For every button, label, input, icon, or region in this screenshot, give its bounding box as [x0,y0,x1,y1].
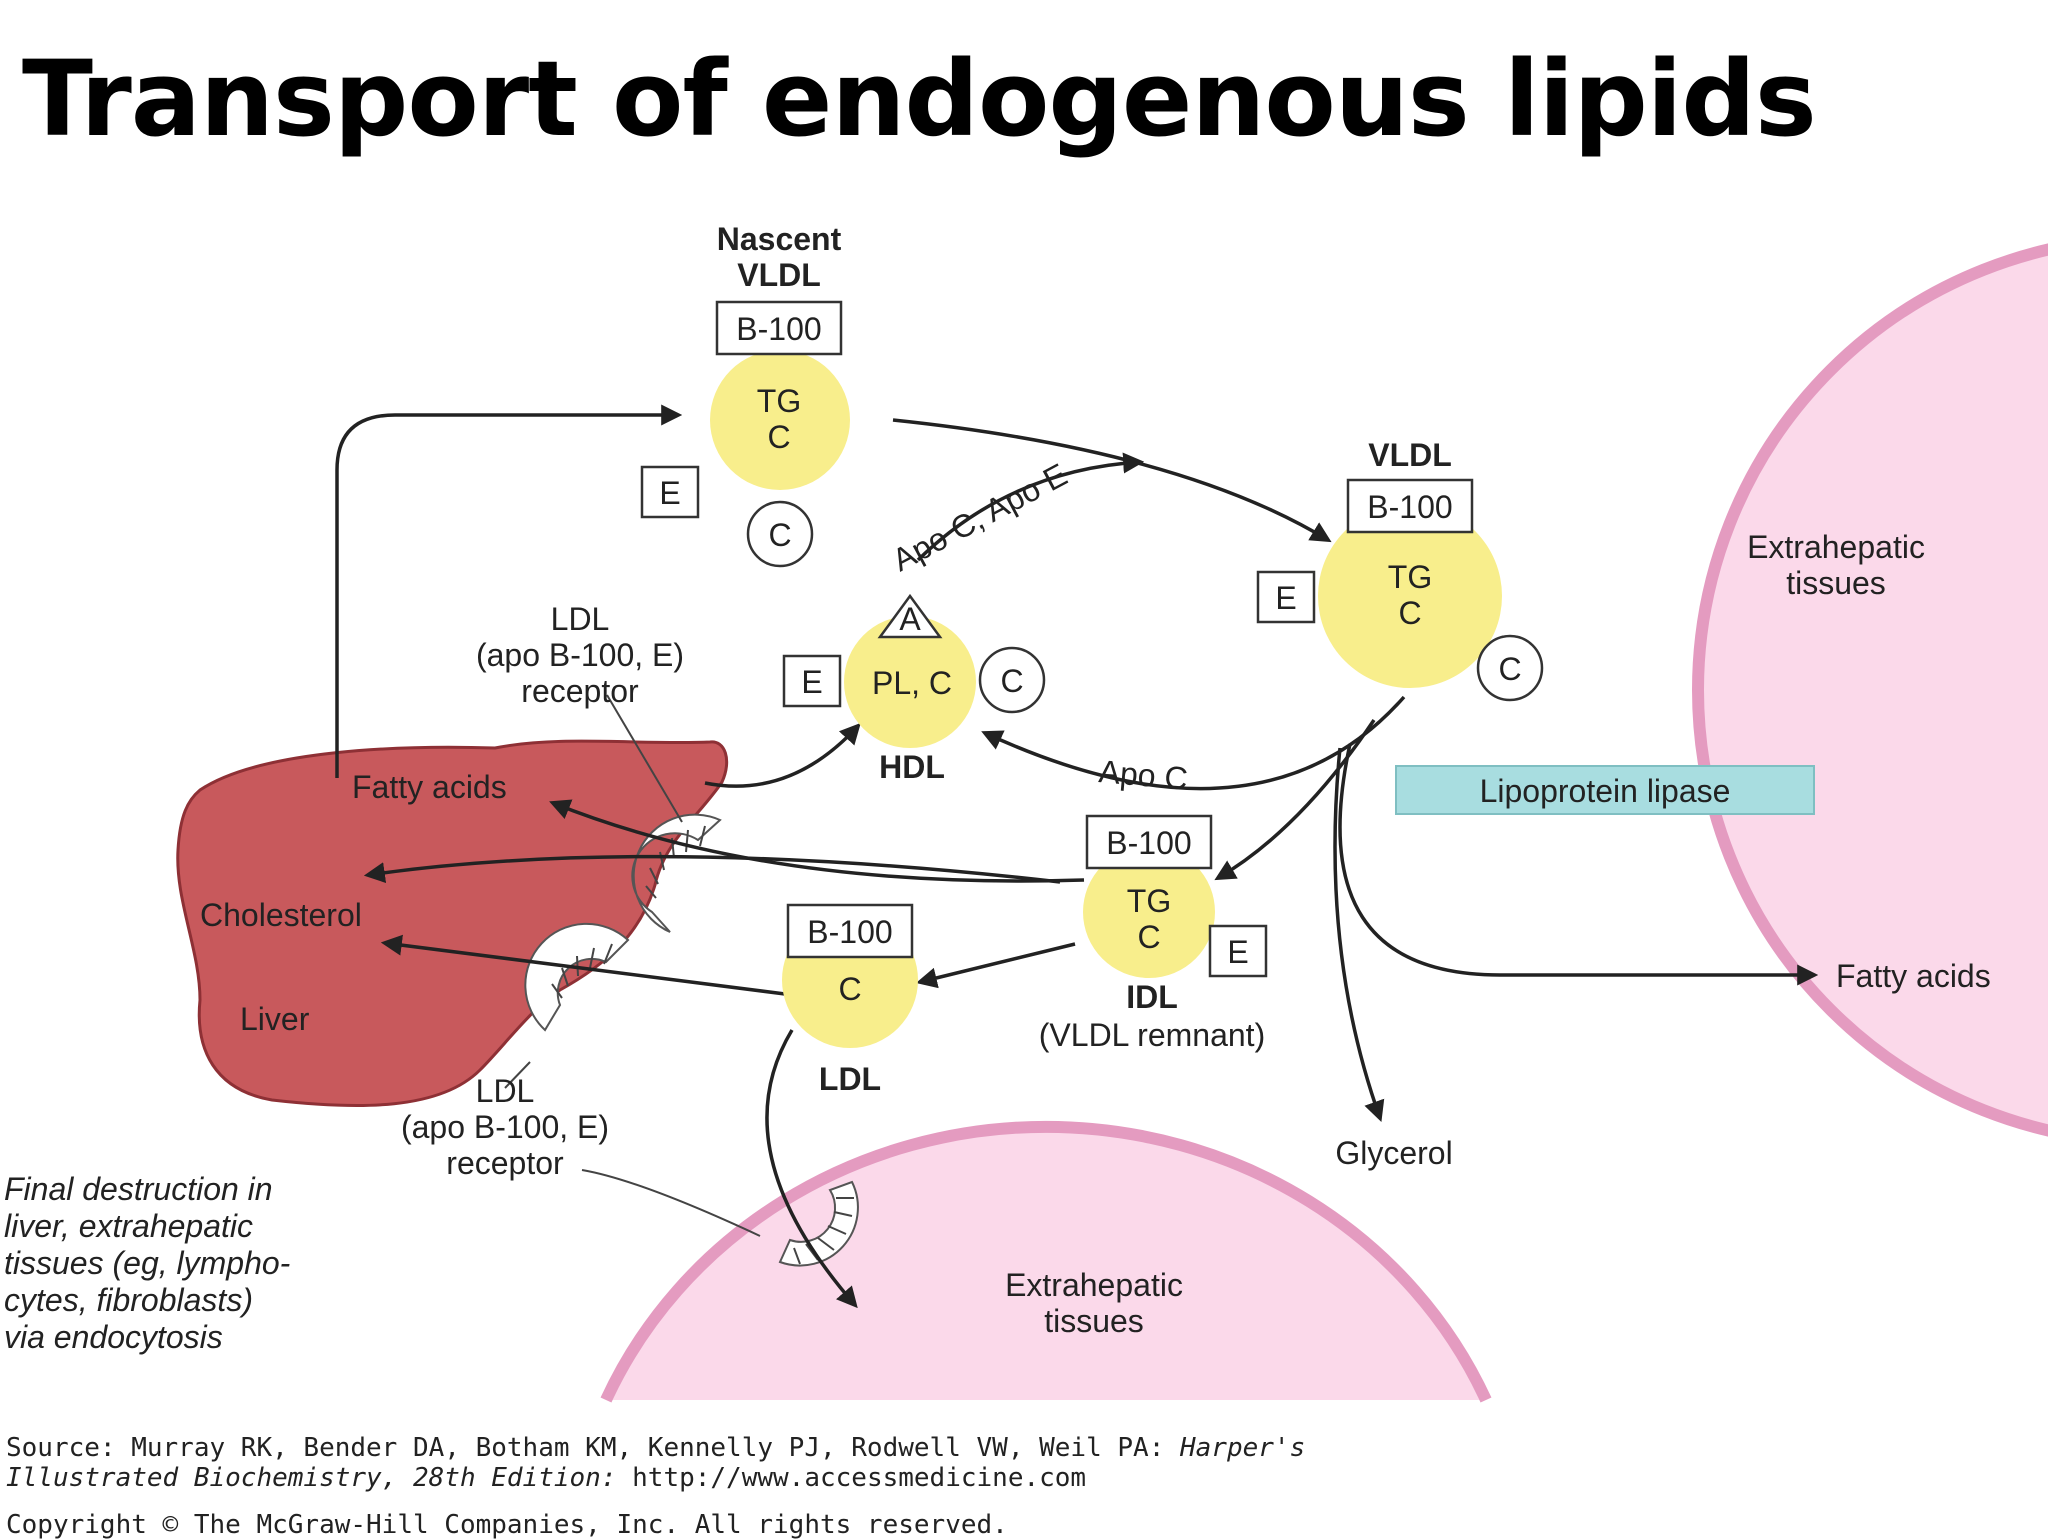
final-destruction-line2: liver, extrahepatic [4,1208,253,1244]
ldl-apo: B-100 [807,914,892,950]
nascent-vldl-core-c: C [767,419,790,455]
nascent-vldl-apo-e-box [640,465,700,519]
extrahepatic-bottom-line2: tissues [1044,1303,1144,1339]
idl-sublabel: (VLDL remnant) [1039,1017,1265,1053]
ldl-receptor-label-top: LDL (apo B-100, E) receptor [476,601,684,709]
hdl-core: PL, C [872,665,952,701]
vldl-apo-c: C [1498,651,1521,687]
glycerol-label: Glycerol [1335,1135,1452,1171]
ldl-label: LDL [819,1061,881,1097]
hdl-label: HDL [879,749,945,785]
hdl-apo-e-box [782,654,842,708]
nascent-vldl-apo-c-circle [746,500,814,568]
final-destruction-line1: Final destruction in [4,1171,273,1207]
source-prefix: Source: Murray RK, Bender DA, Botham KM,… [6,1433,1180,1463]
vldl-core-c: C [1398,595,1421,631]
nascent-vldl-core-tg: TG [757,383,801,419]
liver: Fatty acids Cholesterol Liver [176,739,729,1108]
final-destruction-line5: via endocytosis [4,1319,223,1355]
nascent-vldl-label-1: Nascent [717,221,842,257]
vldl-particle: VLDL B-100 TG C E C [1256,437,1544,702]
vldl-core-tg: TG [1388,559,1432,595]
fatty-acids-out-label: Fatty acids [1836,958,1991,994]
pathway-arrows [335,404,1819,1309]
extrahepatic-bottom-line1: Extrahepatic [1005,1267,1183,1303]
vldl-apo: B-100 [1367,489,1452,525]
ldl-receptor-pit-bottom [778,1180,859,1267]
ldl-receptor-pit-top [631,813,722,933]
extrahepatic-tissue-right: Extrahepatic tissues [1692,243,2048,1137]
hdl-apo-e: E [801,664,822,700]
copyright-notice: Copyright © The McGraw-Hill Companies, I… [6,1510,1008,1540]
ldl-core: C [838,971,861,1007]
source-book-b: Illustrated Biochemistry, 28th Edition: [6,1463,617,1493]
idl-apo-b100-box [1085,814,1213,870]
source-book-a: Harper's [1180,1433,1306,1463]
liver-label: Liver [240,1001,310,1037]
receptor-bottom-line3: receptor [446,1145,564,1181]
idl-label: IDL [1126,979,1178,1015]
vldl-apo-b100-box [1346,478,1474,534]
hdl-particle: A PL, C E C HDL [782,593,1046,785]
vldl-label: VLDL [1368,437,1452,473]
idl-particle: B-100 TG C E IDL (VLDL remnant) [1039,814,1268,1053]
nascent-vldl-apo-c: C [768,517,791,553]
idl-core-c: C [1137,919,1160,955]
idl-apo-e-box [1208,924,1268,978]
extrahepatic-right-line2: tissues [1786,565,1886,601]
source-citation-line1: Source: Murray RK, Bender DA, Botham KM,… [6,1433,1305,1463]
receptor-top-line3: receptor [521,673,639,709]
idl-apo-e: E [1227,934,1248,970]
receptor-bottom-line2: (apo B-100, E) [401,1109,609,1145]
lipoprotein-lipase-box [1395,765,1815,815]
idl-apo: B-100 [1106,825,1191,861]
extrahepatic-right-line1: Extrahepatic [1747,529,1925,565]
hdl-apo-a: A [899,601,921,637]
vldl-apo-e: E [1275,580,1296,616]
ldl-particle: B-100 C LDL [782,903,918,1097]
ldl-apo-b100-box [786,903,914,959]
liver-fatty-acids-label: Fatty acids [352,769,507,805]
hdl-apo-a-triangle [877,593,943,639]
vldl-apo-e-box [1256,570,1316,624]
ldl-receptor-pit-middle [524,922,630,1032]
leader-lines [504,694,761,1237]
extrahepatic-tissue-bottom: Extrahepatic tissues [600,1120,1492,1403]
nascent-vldl-particle: B-100 Nascent VLDL TG C E C [640,221,850,568]
receptor-top-line2: (apo B-100, E) [476,637,684,673]
receptor-bottom-line1: LDL [476,1073,535,1109]
receptor-top-line1: LDL [551,601,610,637]
nascent-vldl-apo: B-100 [736,311,821,347]
final-destruction-note: Final destruction in liver, extrahepatic… [4,1171,290,1355]
idl-core-tg: TG [1127,883,1171,919]
nascent-vldl-label-2: VLDL [737,257,821,293]
final-destruction-line4: cytes, fibroblasts) [4,1282,253,1318]
hdl-apo-c: C [1000,663,1023,699]
nascent-vldl-apo-b100-box [715,300,843,356]
source-citation-line2: Illustrated Biochemistry, 28th Edition: … [6,1463,1086,1493]
apo-c-return-label: Apo C [1097,753,1189,797]
ldl-receptor-label-bottom: LDL (apo B-100, E) receptor [401,1073,609,1181]
slide-title: Transport of endogenous lipids [22,38,1817,160]
vldl-apo-c-circle [1476,634,1544,702]
liver-cholesterol-label: Cholesterol [200,897,362,933]
nascent-vldl-apo-e: E [659,475,680,511]
hdl-apo-c-circle [978,646,1046,714]
lipoprotein-lipase-label: Lipoprotein lipase [1480,773,1731,809]
source-url: http://www.accessmedicine.com [616,1463,1087,1493]
transfer-label: Apo C, Apo E [886,456,1073,578]
final-destruction-line3: tissues (eg, lympho- [4,1245,290,1281]
